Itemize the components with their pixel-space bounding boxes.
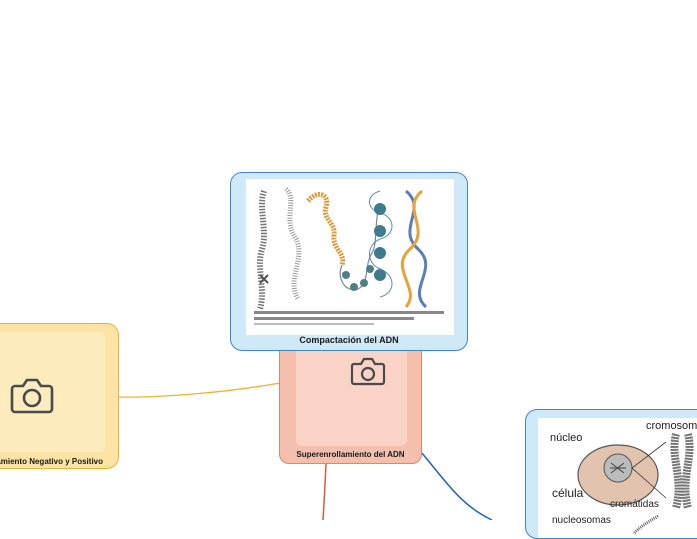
node-compactacion[interactable]: Compactación del ADN xyxy=(230,172,468,351)
connector-to-cromosoma xyxy=(420,451,493,520)
connector-layer xyxy=(118,382,493,520)
connector-down xyxy=(322,463,327,520)
node-label: Superenrollamiento del ADN xyxy=(296,450,405,459)
label-cromosoma: cromosoma xyxy=(646,420,697,432)
cell-chromosome-figure: núcleo cromosoma célula cromátidas nucle… xyxy=(538,418,697,538)
chromatin-compaction-figure xyxy=(246,179,454,335)
chromatin-illustration xyxy=(254,187,444,325)
image-placeholder xyxy=(296,335,407,446)
label-nucleosomas: nucleosomas xyxy=(552,515,611,526)
connector-to-enrollamiento xyxy=(118,382,281,398)
label-cromatidas: cromátidas xyxy=(610,499,659,510)
node-cromosoma[interactable]: núcleo cromosoma célula cromátidas nucle… xyxy=(525,409,697,539)
cell-illustration xyxy=(577,433,694,535)
camera-icon xyxy=(10,378,54,414)
node-enrollamiento[interactable]: Enrollamiento Negativo y Positivo xyxy=(0,323,119,469)
label-celula: célula xyxy=(552,486,584,500)
node-superenrollamiento[interactable]: Superenrollamiento del ADN xyxy=(279,334,422,464)
label-nucleo: núcleo xyxy=(550,432,583,444)
node-label: Compactación del ADN xyxy=(299,335,399,345)
camera-icon xyxy=(350,357,386,386)
node-label: Enrollamiento Negativo y Positivo xyxy=(0,457,103,466)
image-placeholder xyxy=(0,332,105,452)
